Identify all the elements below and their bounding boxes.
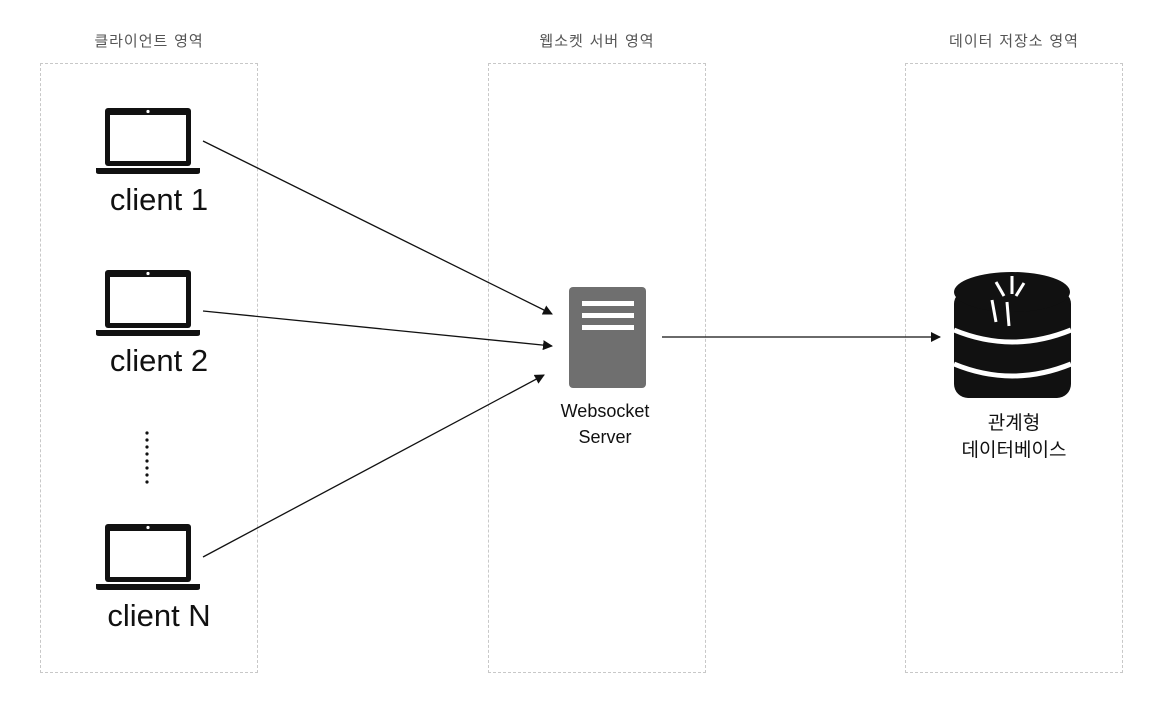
client-label: client N [107,598,211,633]
zone-title-client: 클라이언트 영역 [94,32,204,50]
server-label-line2: Server [578,427,632,447]
zone-box-server [488,63,706,673]
zone-title-server: 웹소켓 서버 영역 [539,32,655,50]
server-label-line1: Websocket [560,401,650,421]
arrow-client2-server [202,310,553,351]
zone-title-storage: 데이터 저장소 영역 [949,32,1079,50]
laptop-icon [96,108,200,174]
database-label-line2: 데이터베이스 [961,439,1067,461]
zone-box-client [40,63,258,673]
arrow-clientN-server [202,374,545,558]
laptop-icon [96,524,200,590]
database-label: 관계형 데이터베이스 [905,410,1123,464]
database-icon [953,272,1072,398]
database-label-line1: 관계형 [987,412,1041,434]
zone-box-storage [905,63,1123,673]
ellipsis-dots [145,431,149,484]
arrow-client1-server [202,140,553,315]
server-label: Websocket Server [520,398,690,450]
client-label: client 1 [109,182,209,217]
laptop-icon [96,270,200,336]
client-label: client 2 [109,343,209,378]
server-icon [569,287,646,388]
